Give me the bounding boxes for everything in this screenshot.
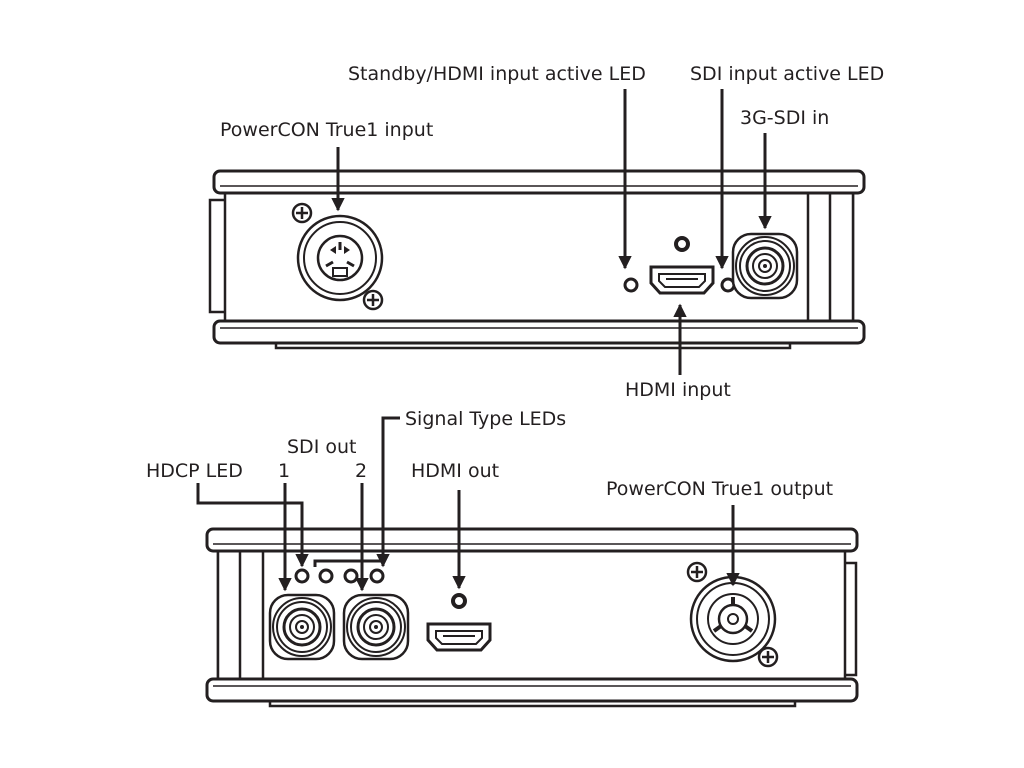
screw-icon [291,202,313,224]
powercon-input-label: PowerCON True1 input [220,119,433,141]
signal-type-led [343,568,359,584]
sdi-in-bnc-connector [731,232,799,300]
output-panel [205,527,859,708]
input-panel-callouts [331,89,772,375]
input-panel [208,169,866,350]
output-panel-bottom-rail [205,677,859,703]
signal-type-led [369,568,385,584]
output-panel-top-rail [205,527,859,553]
standby-hdmi-led-label: Standby/HDMI input active LED [348,63,646,85]
hdmi-out-label: HDMI out [411,460,499,482]
hdcp-led-label: HDCP LED [146,460,243,482]
signal-type-leds-label: Signal Type LEDs [405,408,566,430]
hdmi-input-port-icon [649,265,715,295]
screw-icon [686,561,708,583]
standby-hdmi-led [623,277,639,293]
hdmi-output-port-icon [426,622,492,652]
sdi-out-label: SDI out [287,436,356,458]
screw-icon [757,646,779,668]
powercon-input-connector [291,202,384,311]
hdmi-input-label: HDMI input [625,379,731,401]
hdmi-input-screw-hole [674,236,690,252]
signal-type-led [318,568,334,584]
output-panel-callouts [196,416,740,592]
sdi-out-2-bnc-connector [342,593,410,661]
sdi-out-1-label: 1 [278,460,290,482]
input-panel-top-rail [212,169,866,195]
hdmi-output-screw-hole [451,593,467,609]
input-panel-bottom-rail [212,319,866,345]
sdi-out-2-label: 2 [355,460,367,482]
sdi-out-1-bnc-connector [268,593,336,661]
sdi-in-label: 3G-SDI in [740,107,829,129]
sdi-input-led-label: SDI input active LED [690,63,884,85]
powercon-output-label: PowerCON True1 output [606,478,833,500]
hdcp-led [294,568,310,584]
screw-icon [362,289,384,311]
